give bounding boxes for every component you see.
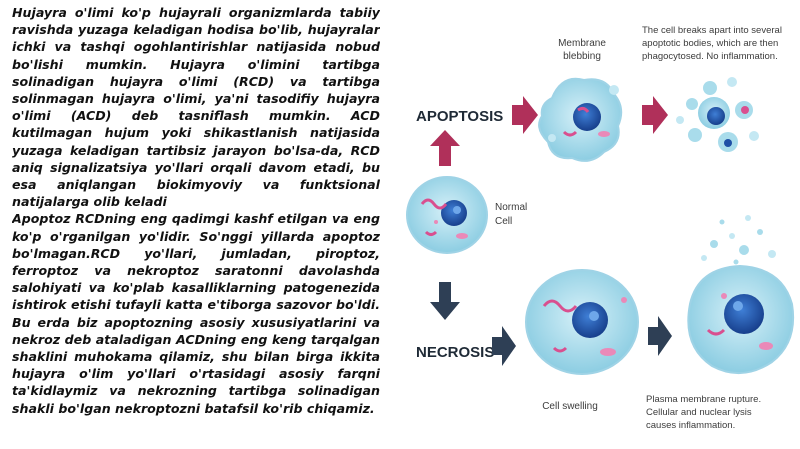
normal-cell-label-1: Normal: [495, 202, 527, 213]
necrosis-arrow-1: [492, 326, 516, 366]
necrosis-arrow-2: [648, 316, 672, 356]
diagram-svg: APOPTOSIS NECROSIS Normal Cell Membrane …: [406, 25, 795, 431]
necrosis-title: NECROSIS: [416, 344, 494, 361]
normal-cell-label-2: Cell: [495, 216, 512, 227]
necrosis-note-2: Cellular and nuclear lysis: [646, 407, 752, 418]
body-paragraph: Hujayra o'limi ko'p hujayrali organizmla…: [12, 5, 380, 416]
apoptosis-arrow-1: [512, 96, 538, 134]
text-column: Hujayra o'limi ko'p hujayrali organizmla…: [12, 4, 380, 449]
apoptosis-necrosis-figure: APOPTOSIS NECROSIS Normal Cell Membrane …: [392, 0, 800, 449]
apoptotic-note-3: phagocytosed. No inflammation.: [642, 51, 778, 62]
ruptured-cell: [687, 215, 795, 375]
necrosis-note-3: causes inflammation.: [646, 420, 735, 431]
apoptosis-arrow-2: [642, 96, 668, 134]
necrosis-note-1: Plasma membrane rupture.: [646, 394, 761, 405]
membrane-label-1: Membrane: [558, 38, 606, 49]
membrane-label-2: blebbing: [563, 51, 601, 62]
apoptotic-bodies: [676, 77, 759, 152]
apoptosis-title: APOPTOSIS: [416, 108, 503, 125]
blebbing-cell: [538, 77, 623, 162]
apoptotic-note-1: The cell breaks apart into several: [642, 25, 782, 36]
apoptotic-note-2: apoptotic bodies, which are then: [642, 38, 778, 49]
swelling-cell: [525, 269, 639, 375]
cell-swelling-label: Cell swelling: [542, 401, 598, 412]
up-arrow: [430, 130, 460, 166]
down-arrow: [430, 282, 460, 320]
normal-cell: [406, 176, 488, 254]
